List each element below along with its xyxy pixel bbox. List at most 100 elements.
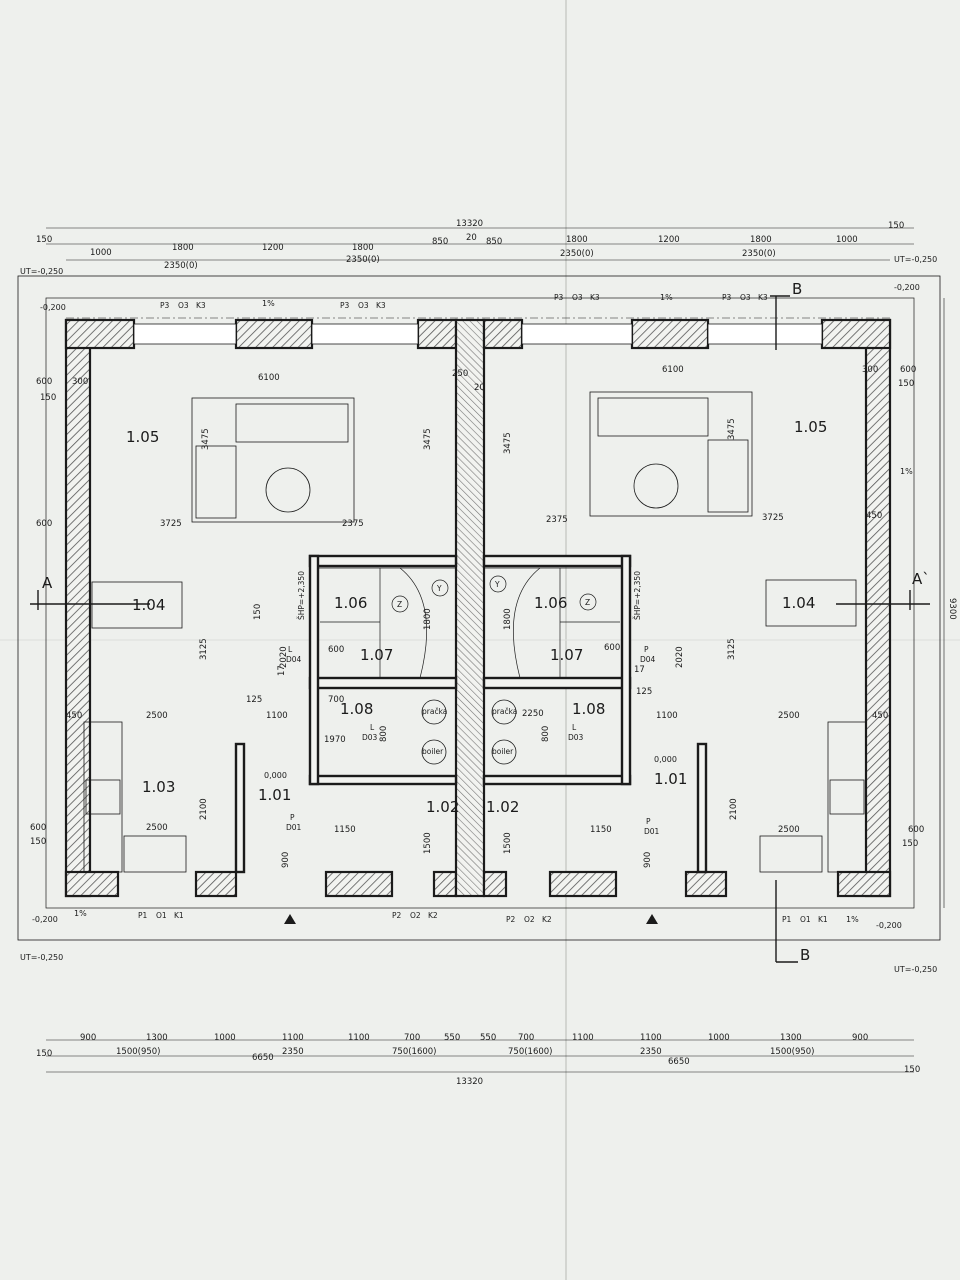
section-a-prime-arrow	[836, 590, 930, 610]
walls	[64, 318, 892, 898]
section-a-prime-label: A`	[912, 570, 930, 588]
entrance-left-icon	[284, 914, 296, 924]
dim-bot-total: 13320	[456, 1077, 483, 1087]
section-b-bottom-label: B	[800, 946, 810, 964]
dim-bot-r2-3: 750(1600)	[508, 1047, 553, 1057]
dim-bot-r1-11: 1000	[708, 1033, 730, 1043]
tags: P3 O3 K3 P3 O3 K3 P3 O3 K3 P3 O3 K3 P1 O…	[138, 293, 828, 924]
tag-p-left: P	[290, 813, 295, 822]
room-1-07-left: 1.07	[360, 646, 393, 664]
dim-250-left: 250	[452, 369, 468, 379]
tag-top-l-p: P3	[160, 301, 170, 310]
room-1-01-left: 1.01	[258, 786, 291, 804]
partition-left-stair	[308, 554, 458, 568]
wall-right-top-c	[482, 318, 524, 350]
dim-top-total: 13320	[456, 219, 483, 229]
dim-2100-left: 2100	[199, 798, 209, 820]
wall-right-bottom-b	[684, 870, 728, 898]
coffee-table-right	[633, 463, 679, 509]
dim-top-20: 20	[466, 233, 477, 243]
tag-bot-m1-k: K2	[428, 911, 438, 920]
dim-2020-left: 2020	[279, 646, 289, 668]
dim-left-1: 150	[40, 393, 56, 403]
room-1-03-left: 1.03	[142, 778, 175, 796]
dim-top-r1-5: 850	[486, 237, 502, 247]
boiler-right-icon	[491, 739, 517, 765]
sink-right	[759, 835, 823, 873]
dim-900-left: 900	[281, 852, 291, 868]
dim-3475-b: 3475	[423, 428, 433, 450]
dim-right-5: 150	[902, 839, 918, 849]
wall-right-bottom-d	[482, 870, 508, 898]
washer-left-icon	[421, 699, 447, 725]
section-a-arrow	[30, 590, 150, 610]
dim-900-right: 900	[643, 852, 653, 868]
partition-left-v	[308, 554, 320, 786]
dim-2100-right: 2100	[729, 798, 739, 820]
dim-bot-150-left: 150	[36, 1049, 52, 1059]
tag-d03-right: D03	[568, 733, 584, 742]
furniture-left	[83, 397, 355, 873]
top-dims: 13320 150 150 20 1000 1800 1200 1800 850…	[36, 219, 904, 271]
section-b-top-label: B	[792, 280, 802, 298]
dim-right-4: 600	[908, 825, 924, 835]
dim-1100-right: 1100	[656, 711, 678, 721]
dim-left-2: 600	[36, 519, 52, 529]
dim-left-3: 450	[66, 711, 82, 721]
dim-top-150-right: 150	[888, 221, 904, 231]
dim-800-left: 800	[379, 726, 389, 742]
wall-left-bottom-d	[432, 870, 458, 898]
dim-150-left: 150	[253, 604, 263, 620]
dim-bot-r1-6: 550	[444, 1033, 460, 1043]
dim-1150-left: 1150	[334, 825, 356, 835]
room-1-06-right: 1.06	[534, 594, 567, 612]
dim-top-150-left: 150	[36, 235, 52, 245]
dim-right-2: 450	[866, 511, 882, 521]
level-markers: UT=-0,250 UT=-0,250 UT=-0,250 UT=-0,250 …	[20, 255, 937, 974]
dim-1100-left: 1100	[266, 711, 288, 721]
shp-left: ŠHP=+2,350	[297, 571, 306, 620]
dim-top-r1-8: 1800	[750, 235, 772, 245]
dim-3125-left: 3125	[199, 638, 209, 660]
kitchen-counter-right	[827, 721, 867, 873]
dim-20-left: 20	[474, 383, 485, 393]
partition-right-stair	[482, 554, 632, 568]
wall-left-bottom-b	[194, 870, 238, 898]
dim-3125-right: 3125	[727, 638, 737, 660]
tag-bot-m1-o: O2	[410, 911, 421, 920]
dim-600-left: 600	[328, 645, 344, 655]
tag-p-right-2: P	[644, 645, 649, 654]
tag-bot-m1-p: P2	[392, 911, 402, 920]
tag-d01-left: D01	[286, 823, 302, 832]
window-r2	[521, 323, 633, 345]
tag-bot-r-k: K1	[818, 915, 828, 924]
wall-left-bottom-a	[64, 870, 120, 898]
dim-bot-r1-3: 1100	[282, 1033, 304, 1043]
dim-top-r2-2: 2350(0)	[560, 249, 594, 259]
dim-bot-r2-0: 1500(950)	[116, 1047, 161, 1057]
dim-125-left: 125	[246, 695, 262, 705]
stair-right	[484, 567, 623, 679]
stove-right	[829, 779, 865, 815]
sofa-left	[191, 397, 355, 523]
tag-top-r1-o: O3	[572, 293, 583, 302]
tag-top-r2-o: O3	[740, 293, 751, 302]
dim-right-1: 150	[898, 379, 914, 389]
level-room-left: 0,000	[264, 771, 287, 780]
wall-right-east	[864, 318, 892, 898]
slope-tl: 1%	[262, 299, 275, 308]
room-1-08-right: 1.08	[572, 700, 605, 718]
dim-300-left: 300	[72, 377, 88, 387]
boiler-right: boiler	[492, 747, 514, 756]
dim-2500-right-b: 2500	[778, 825, 800, 835]
dim-top-r1-4: 850	[432, 237, 448, 247]
tag-l-left-2: L	[288, 645, 293, 654]
room-1-04-left: 1.04	[132, 596, 165, 614]
room-labels: 1.05 1.04 1.03 1.01 1.06 1.07 1.08 1.02 …	[126, 418, 827, 816]
dim-2250-right: 2250	[522, 709, 544, 719]
side-dims: 9300 600 150 600 450 600 150 600 150 450…	[30, 365, 957, 849]
dim-1800-left: 1800	[423, 608, 433, 630]
dim-3475-d: 3475	[727, 418, 737, 440]
window-l2	[311, 323, 419, 345]
